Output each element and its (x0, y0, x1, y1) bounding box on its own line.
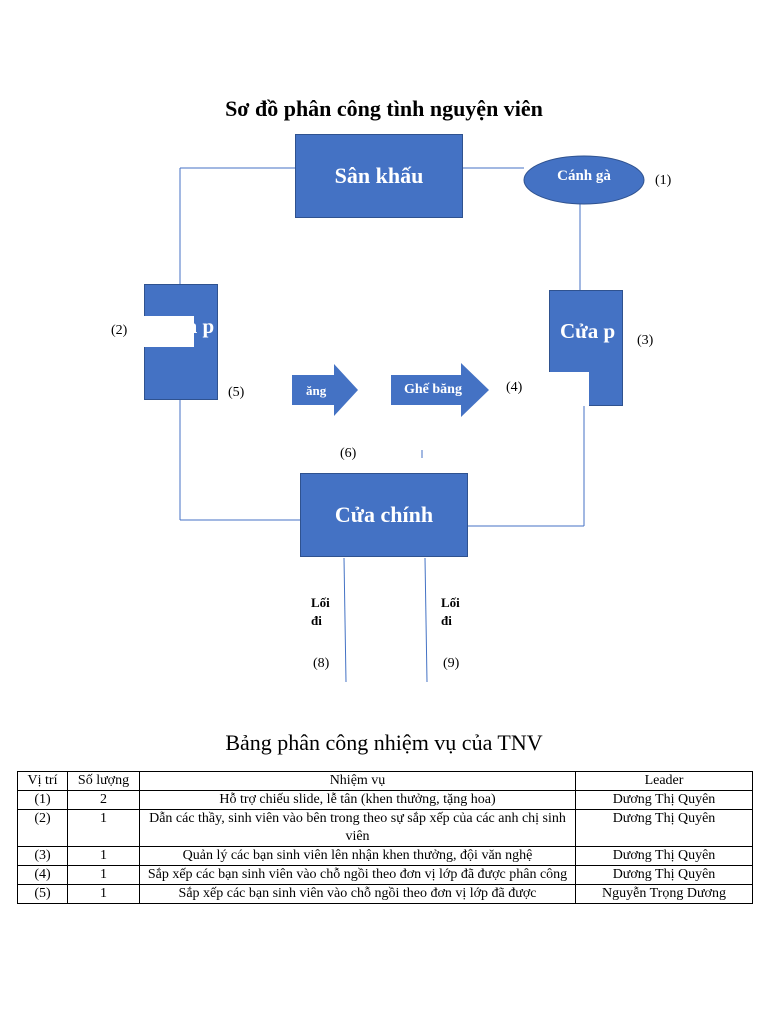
cell-leader: Dương Thị Quyên (575, 865, 753, 885)
position-8: (8) (313, 656, 330, 671)
cell-leader: Dương Thị Quyên (575, 809, 753, 847)
bench-right-label: Ghế băng (404, 382, 462, 397)
table-row: (1) 2 Hỗ trợ chiếu slide, lễ tân (khen t… (17, 790, 753, 810)
aisle-right: Lối đi (441, 594, 460, 630)
position-3: (3) (637, 333, 654, 348)
header-position: Vị trí (17, 771, 68, 791)
bench-arrow-left (292, 364, 358, 416)
cell-quantity: 1 (67, 809, 140, 847)
position-9: (9) (443, 656, 460, 671)
header-task: Nhiệm vụ (139, 771, 576, 791)
cell-quantity: 1 (67, 865, 140, 885)
stage-box: Sân khấu (295, 134, 463, 218)
wings-label: Cánh gà (557, 168, 611, 184)
cell-position: (3) (17, 846, 68, 866)
cell-task: Sắp xếp các bạn sinh viên vào chỗ ngồi t… (139, 884, 576, 904)
bench-left-label: ăng (306, 383, 327, 398)
table-row: (3) 1 Quản lý các bạn sinh viên lên nhận… (17, 846, 753, 866)
table-title: Bảng phân công nhiệm vụ của TNV (225, 730, 543, 755)
cell-position: (1) (17, 790, 68, 810)
cell-quantity: 1 (67, 884, 140, 904)
cell-task: Hỗ trợ chiếu slide, lễ tân (khen thưởng,… (139, 790, 576, 810)
diagram-title: Sơ đồ phân công tình nguyện viên (225, 96, 543, 121)
aisle-left-line1: Lối (311, 595, 330, 610)
cell-task: Quản lý các bạn sinh viên lên nhận khen … (139, 846, 576, 866)
assignment-table: Vị trí Số lượng Nhiệm vụ Leader (1) 2 Hỗ… (17, 771, 753, 904)
cell-leader: Dương Thị Quyên (575, 790, 753, 810)
bench-arrow-right (391, 363, 489, 417)
position-2: (2) (111, 323, 128, 338)
cell-position: (4) (17, 865, 68, 885)
table-row: (5) 1 Sắp xếp các bạn sinh viên vào chỗ … (17, 884, 753, 904)
seating-diagram: Sơ đồ phân công tình nguyện viên Sân khấ… (111, 96, 672, 683)
label-mask-right (549, 372, 589, 406)
position-4: (4) (506, 380, 523, 395)
table-row: (4) 1 Sắp xếp các bạn sinh viên vào chỗ … (17, 865, 753, 885)
table-header-row: Vị trí Số lượng Nhiệm vụ Leader (17, 771, 753, 791)
cell-leader: Nguyễn Trọng Dương (575, 884, 753, 904)
header-quantity: Số lượng (67, 771, 140, 791)
main-door-box: Cửa chính (300, 473, 468, 557)
aisle-right-line2: đi (441, 613, 452, 628)
wings-ellipse (523, 155, 645, 205)
cell-task: Sắp xếp các bạn sinh viên vào chỗ ngồi t… (139, 865, 576, 885)
position-6: (6) (340, 446, 357, 461)
aisle-left: Lối đi (311, 594, 330, 630)
cell-quantity: 2 (67, 790, 140, 810)
connector-lines (179, 155, 645, 683)
label-mask-left (141, 316, 194, 347)
cell-position: (2) (17, 809, 68, 847)
cell-quantity: 1 (67, 846, 140, 866)
cell-leader: Dương Thị Quyên (575, 846, 753, 866)
cell-task: Dẫn các thầy, sinh viên vào bên trong th… (139, 809, 576, 847)
table-row: (2) 1 Dẫn các thầy, sinh viên vào bên tr… (17, 809, 753, 847)
aisle-left-line2: đi (311, 613, 322, 628)
position-5: (5) (228, 385, 245, 400)
aisle-right-line1: Lối (441, 595, 460, 610)
cell-position: (5) (17, 884, 68, 904)
position-1: (1) (655, 173, 672, 188)
header-leader: Leader (575, 771, 753, 791)
